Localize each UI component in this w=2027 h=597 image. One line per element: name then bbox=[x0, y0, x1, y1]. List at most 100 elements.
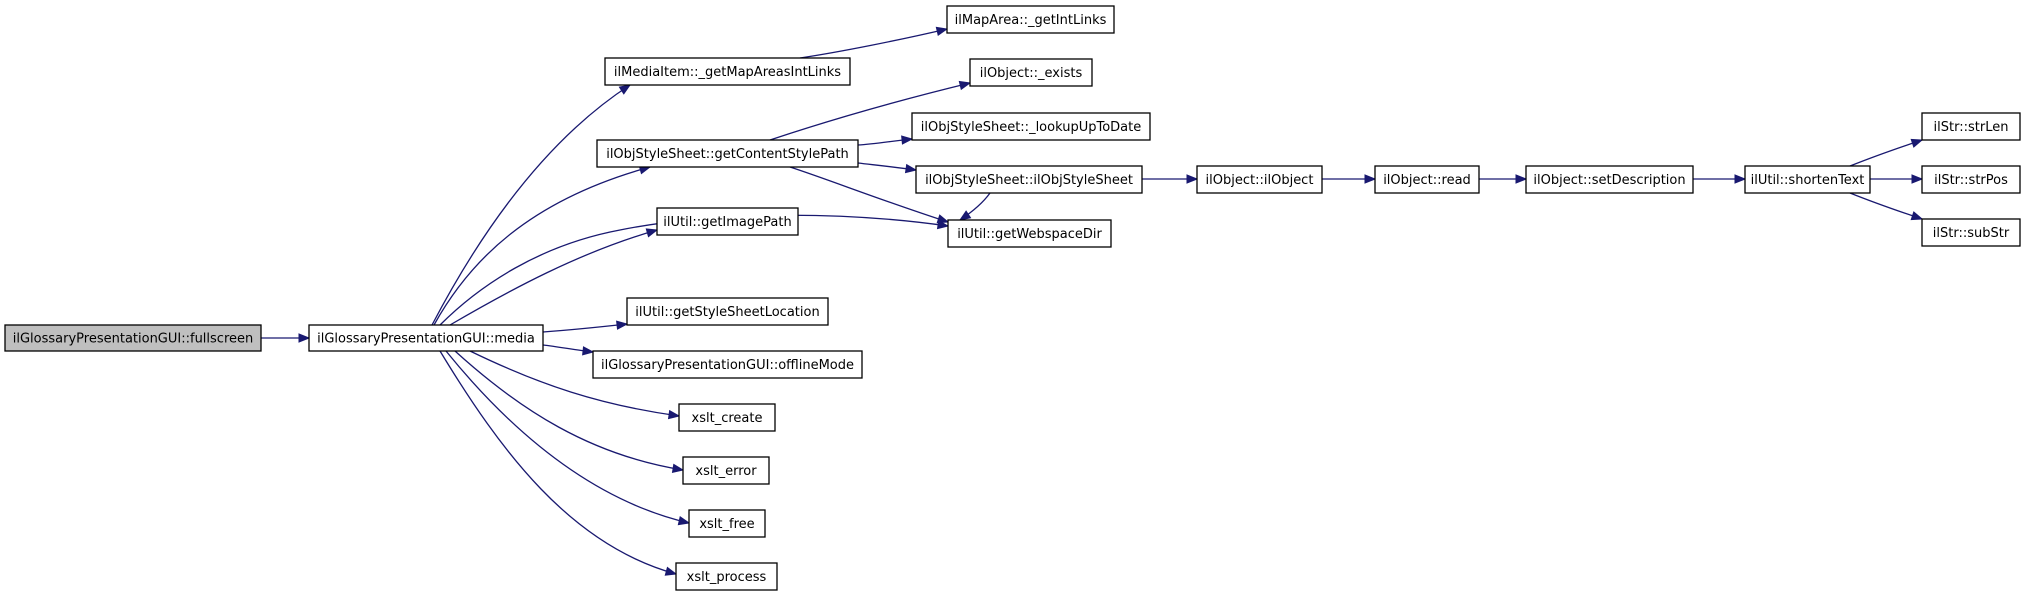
edge-media-to-xslt_error bbox=[454, 350, 685, 474]
node-box bbox=[1374, 165, 1480, 194]
edge-read-to-setDescription bbox=[1479, 174, 1528, 184]
node-box bbox=[947, 219, 1112, 248]
edge-line bbox=[449, 229, 658, 326]
edge-arrowhead bbox=[616, 320, 629, 330]
edge-arrowhead bbox=[936, 214, 950, 224]
node-box bbox=[1196, 165, 1323, 194]
node-ctorStyleSheet[interactable]: ilObjStyleSheet::ilObjStyleSheet bbox=[915, 165, 1143, 194]
node-strPos[interactable]: ilStr::strPos bbox=[1921, 165, 2021, 194]
edge-arrowhead bbox=[958, 80, 972, 91]
node-box bbox=[592, 350, 863, 379]
node-getContentStylePath[interactable]: ilObjStyleSheet::getContentStylePath bbox=[596, 139, 859, 168]
edge-line bbox=[439, 214, 949, 326]
node-label: ilObjStyleSheet::getContentStylePath bbox=[606, 147, 849, 162]
node-getIntLinks[interactable]: ilMapArea::_getIntLinks bbox=[946, 5, 1115, 34]
node-exists[interactable]: ilObject::_exists bbox=[969, 58, 1093, 87]
node-getImagePath[interactable]: ilUtil::getImagePath bbox=[656, 207, 799, 236]
edge-arrowhead bbox=[1364, 174, 1377, 184]
edge-line bbox=[542, 323, 628, 333]
edge-arrowhead bbox=[667, 409, 681, 420]
node-lookupUpToDate[interactable]: ilObjStyleSheet::_lookupUpToDate bbox=[911, 112, 1151, 141]
edge-getContentStylePath-to-ctorStyleSheet bbox=[857, 162, 918, 174]
node-getStyleSheetLocation[interactable]: ilUtil::getStyleSheetLocation bbox=[626, 297, 829, 326]
edge-ctorStyleSheet-to-ctorObject bbox=[1142, 174, 1199, 184]
edge-arrowhead bbox=[582, 346, 595, 356]
node-label: ilStr::strPos bbox=[1934, 173, 2008, 188]
edge-arrowhead bbox=[1186, 174, 1199, 184]
edge-arrowhead bbox=[1734, 174, 1747, 184]
edge-line bbox=[469, 350, 680, 417]
node-subStr[interactable]: ilStr::subStr bbox=[1921, 218, 2021, 247]
node-label: ilStr::subStr bbox=[1933, 226, 2010, 241]
node-label: xslt_process bbox=[687, 570, 767, 585]
edge-line bbox=[445, 350, 690, 524]
node-label: ilMediaItem::_getMapAreasIntLinks bbox=[614, 65, 841, 80]
node-label: xslt_free bbox=[699, 517, 754, 532]
node-box bbox=[682, 456, 770, 485]
node-box bbox=[678, 403, 776, 432]
node-offlineMode[interactable]: ilGlossaryPresentationGUI::offlineMode bbox=[592, 350, 863, 379]
node-box bbox=[915, 165, 1143, 194]
edge-line bbox=[454, 350, 684, 471]
node-label: ilObject::ilObject bbox=[1206, 173, 1314, 188]
node-ctorObject[interactable]: ilObject::ilObject bbox=[1196, 165, 1323, 194]
edge-arrowhead bbox=[1910, 211, 1924, 221]
edge-line bbox=[1849, 192, 1923, 220]
node-label: ilGlossaryPresentationGUI::offlineMode bbox=[601, 358, 854, 373]
edge-media-to-xslt_process bbox=[439, 350, 678, 576]
edge-line bbox=[799, 28, 948, 59]
node-xslt_process[interactable]: xslt_process bbox=[675, 562, 778, 591]
node-xslt_error[interactable]: xslt_error bbox=[682, 456, 770, 485]
edge-fullscreen-to-media bbox=[260, 333, 311, 343]
edge-arrowhead bbox=[664, 566, 678, 576]
edge-arrowhead bbox=[904, 163, 918, 174]
node-label: ilStr::strLen bbox=[1934, 120, 2009, 135]
node-box bbox=[688, 509, 766, 538]
node-fullscreen[interactable]: ilGlossaryPresentationGUI::fullscreen bbox=[4, 324, 262, 352]
edge-arrowhead bbox=[1911, 174, 1924, 184]
node-getWebspaceDir[interactable]: ilUtil::getWebspaceDir bbox=[947, 219, 1112, 248]
node-label: ilGlossaryPresentationGUI::fullscreen bbox=[13, 332, 254, 347]
edge-shortenText-to-subStr bbox=[1849, 192, 1924, 221]
edge-arrowhead bbox=[958, 210, 972, 221]
edge-shortenText-to-strPos bbox=[1870, 174, 1924, 184]
edge-arrowhead bbox=[901, 135, 914, 145]
edge-arrowhead bbox=[677, 516, 691, 526]
node-strLen[interactable]: ilStr::strLen bbox=[1921, 112, 2021, 141]
node-label: xslt_error bbox=[695, 464, 757, 479]
edge-getMapAreasIntLinks-to-getIntLinks bbox=[799, 26, 949, 59]
node-label: ilUtil::getStyleSheetLocation bbox=[635, 305, 819, 320]
node-setDescription[interactable]: ilObject::setDescription bbox=[1525, 165, 1694, 194]
node-label: ilObjStyleSheet::ilObjStyleSheet bbox=[925, 173, 1133, 188]
edge-arrowhead bbox=[671, 463, 685, 474]
edge-arrowhead bbox=[298, 333, 311, 343]
edge-media-to-getImagePath bbox=[449, 228, 659, 326]
node-box bbox=[596, 139, 859, 168]
edge-getContentStylePath-to-lookupUpToDate bbox=[857, 135, 914, 146]
edge-ctorStyleSheet-to-getWebspaceDir bbox=[958, 192, 991, 221]
node-xslt_create[interactable]: xslt_create bbox=[678, 403, 776, 432]
node-read[interactable]: ilObject::read bbox=[1374, 165, 1480, 194]
edge-line bbox=[1849, 139, 1923, 167]
node-label: ilUtil::getWebspaceDir bbox=[957, 227, 1102, 242]
node-media[interactable]: ilGlossaryPresentationGUI::media bbox=[308, 324, 544, 352]
node-box bbox=[626, 297, 829, 326]
edge-line bbox=[439, 350, 677, 575]
node-getMapAreasIntLinks[interactable]: ilMediaItem::_getMapAreasIntLinks bbox=[604, 57, 851, 86]
edge-media-to-xslt_create bbox=[469, 350, 681, 420]
edge-media-to-xslt_free bbox=[445, 350, 691, 526]
node-box bbox=[911, 112, 1151, 141]
edge-media-to-getStyleSheetLocation bbox=[542, 320, 629, 333]
node-label: ilMapArea::_getIntLinks bbox=[955, 13, 1107, 28]
node-label: ilObject::_exists bbox=[980, 66, 1083, 81]
edge-setDescription-to-shortenText bbox=[1693, 174, 1747, 184]
edge-arrowhead bbox=[618, 84, 632, 95]
node-xslt_free[interactable]: xslt_free bbox=[688, 509, 766, 538]
edge-line bbox=[769, 82, 971, 141]
node-box bbox=[4, 324, 262, 352]
node-box bbox=[604, 57, 851, 86]
node-label: ilUtil::getImagePath bbox=[663, 215, 791, 230]
edge-shortenText-to-strLen bbox=[1849, 138, 1924, 167]
node-shortenText[interactable]: ilUtil::shortenText bbox=[1744, 165, 1871, 194]
